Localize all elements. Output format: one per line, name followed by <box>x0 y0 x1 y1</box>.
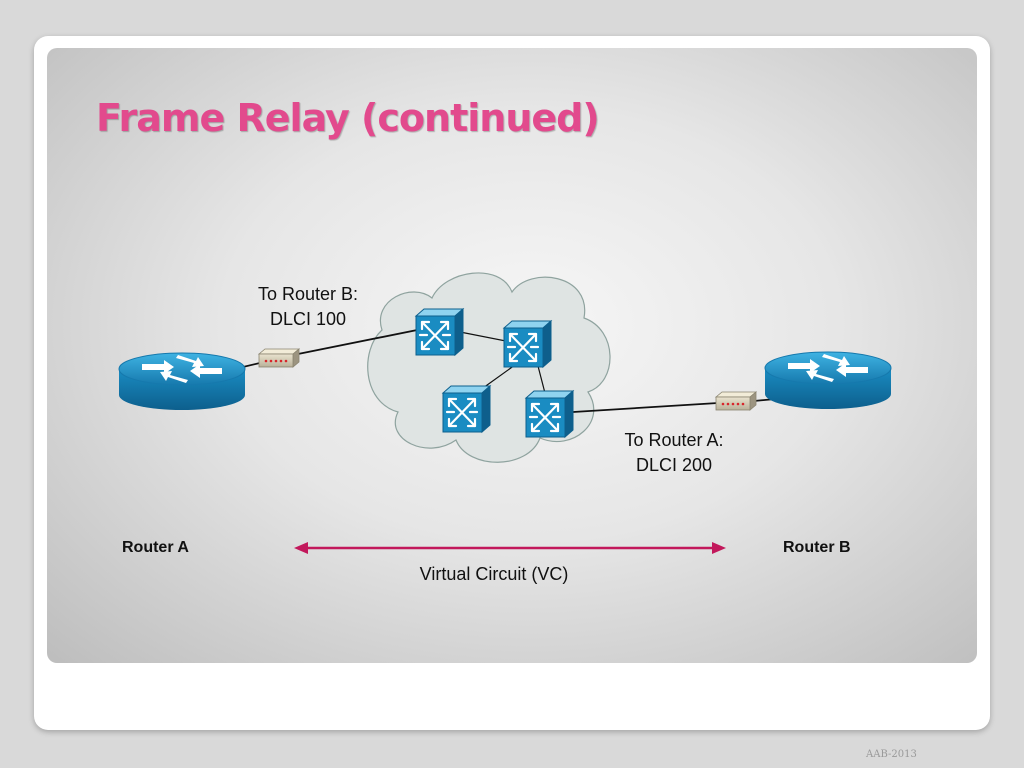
switch-icon <box>524 389 575 439</box>
cloud-icon <box>367 272 611 463</box>
footer-text: AAB-2013 <box>866 749 917 760</box>
router-a-label: Router A <box>122 539 189 556</box>
router-b-label: Router B <box>783 539 851 556</box>
dlci-label-to-router-b: To Router B: DLCI 100 <box>240 282 376 332</box>
dlci-label-line2: DLCI 100 <box>269 309 347 329</box>
double-arrow-icon <box>294 542 726 554</box>
dlci-label-line1: To Router A: <box>624 430 724 450</box>
csu-dsu-icon <box>715 391 757 411</box>
link-csu-a-switch <box>297 326 433 355</box>
link-sw1-sw2 <box>454 330 512 343</box>
router-icon <box>118 352 246 411</box>
dlci-label-line1: To Router B: <box>257 284 359 304</box>
router-icon <box>764 351 892 410</box>
csu-dsu-icon <box>258 348 300 368</box>
link-switch-csu-b <box>556 402 719 414</box>
switch-icon <box>414 307 465 357</box>
switch-icon <box>441 384 492 434</box>
virtual-circuit-label: Virtual Circuit (VC) <box>419 564 569 584</box>
switch-icon <box>502 319 553 369</box>
dlci-label-to-router-a: To Router A: DLCI 200 <box>606 428 742 478</box>
dlci-label-line2: DLCI 200 <box>635 455 713 475</box>
slide-title: Frame Relay (continued) <box>96 96 600 140</box>
